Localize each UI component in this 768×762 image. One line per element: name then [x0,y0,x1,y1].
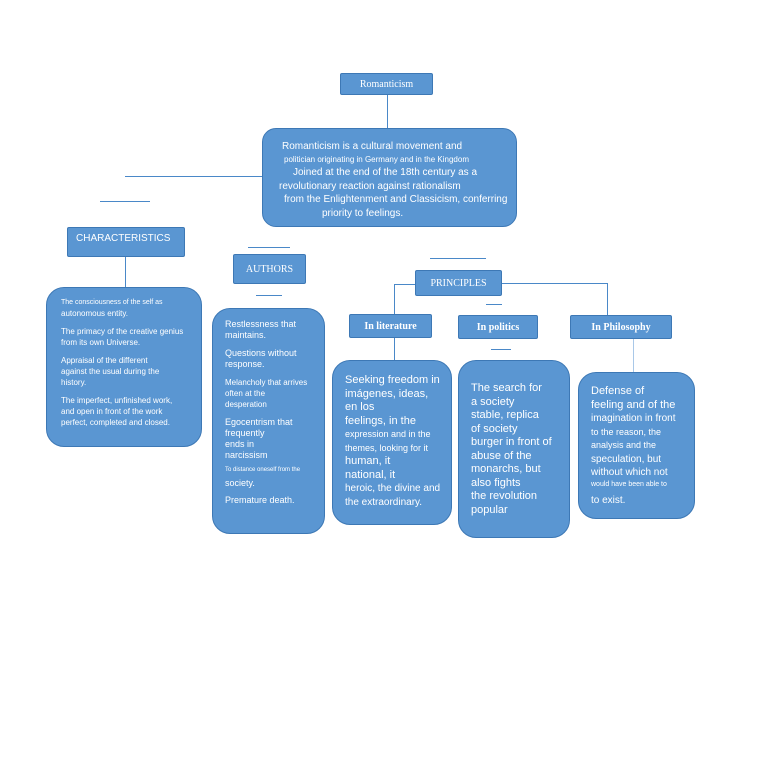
literature-line: human, it [345,455,391,467]
authors-item-line: Questions without [225,348,297,358]
authors-item-line: frequently [225,428,265,438]
title-box: Romanticism [340,73,433,95]
authors-label: AUTHORS [245,263,294,275]
literature-line: national, it [345,468,396,481]
characteristics-item-line: against the usual during the [61,367,160,376]
literature-line: the extraordinary. [345,496,423,508]
definition-line: revolutionary reaction against rationali… [279,181,461,192]
literature-label: In literature [364,320,417,332]
authors-item-line: Restlessness that [225,319,297,329]
philosophy-header: In Philosophy [570,315,672,339]
connector-title-definition [387,95,388,128]
literature-line: themes, looking for it [345,442,429,453]
characteristics-item-line: from its own Universe. [61,338,141,347]
philosophy-label: In Philosophy [591,321,651,333]
authors-box: Restlessness that maintains. Questions w… [212,308,325,534]
philosophy-line: to the reason, the [591,426,662,437]
connector-literature-down [394,338,395,360]
connector-characteristics-top [100,201,150,202]
authors-header: AUTHORS [233,254,306,284]
definition-line: priority to feelings. [322,208,404,219]
politics-line: also fights [471,476,521,489]
authors-item-line: To distance oneself from the [225,467,301,473]
authors-item-line: narcissism [225,450,268,460]
definition-line: from the Enlightenment and Classicism, c… [284,194,508,205]
philosophy-line: Defense of [591,385,645,397]
connector-philosophy-up [607,283,608,315]
characteristics-item-line: autonomous entity. [61,309,129,318]
connector-principles-left [394,284,416,285]
literature-line: feelings, in the [345,414,416,427]
philosophy-line: feeling and of the [591,398,676,411]
politics-line: popular [471,503,508,516]
politics-box: The search for a society stable, replica… [458,360,570,538]
politics-header: In politics [458,315,538,339]
definition-line: Romanticism is a cultural movement and [282,141,463,152]
definition-box: Romanticism is a cultural movement and p… [262,128,517,227]
characteristics-item-line: and open in front of the work [61,407,163,416]
connector-definition-left [125,176,262,177]
politics-line: The search for [471,382,542,394]
philosophy-line: speculation, but [591,453,662,465]
definition-line: Joined at the end of the 18th century as… [293,167,478,178]
politics-line: stable, replica [471,409,539,421]
authors-item-line: Premature death. [225,495,295,505]
philosophy-line: would have been able to [591,480,667,488]
politics-line: a society [471,395,515,408]
connector-literature-up [394,284,395,314]
connector-politics-down [491,349,511,350]
connector-characteristics-down [125,257,126,287]
authors-item-line: ends in [225,439,255,449]
philosophy-line: analysis and the [591,440,657,450]
authors-item-line: desperation [225,400,267,409]
characteristics-header: CHARACTERISTICS [67,227,185,257]
characteristics-item-line: history. [61,378,87,387]
politics-line: abuse of the [471,449,532,462]
characteristics-box: The consciousness of the self as autonom… [46,287,202,447]
connector-philosophy-down [633,338,634,372]
politics-line: the revolution [471,490,538,502]
politics-line: monarchs, but [471,463,541,475]
literature-line: imágenes, ideas, [345,387,429,400]
principles-header: PRINCIPLES [415,270,502,296]
definition-line: politician originating in Germany and in… [284,155,469,164]
literature-line: Seeking freedom in [345,374,440,386]
characteristics-item-line: perfect, completed and closed. [61,418,170,427]
philosophy-line: to exist. [591,494,626,506]
characteristics-item-line: The primacy of the creative genius [61,327,184,336]
literature-box: Seeking freedom in imágenes, ideas, en l… [332,360,452,525]
philosophy-box: Defense of feeling and of the imaginatio… [578,372,695,519]
literature-line: en los [345,401,375,413]
authors-item-line: Egocentrism that [225,417,293,427]
connector-principles-right [501,283,608,284]
authors-item-line: maintains. [225,330,267,340]
literature-line: expression and in the [345,429,431,439]
literature-header: In literature [349,314,432,338]
philosophy-line: imagination in front [591,413,676,424]
politics-line: of society [471,422,518,435]
authors-item-line: response. [225,359,265,369]
politics-label: In politics [476,321,520,333]
connector-principles-top [430,258,486,259]
authors-item-line: often at the [225,389,266,398]
authors-item-line: society. [225,478,255,488]
characteristics-item-line: The consciousness of the self as [61,299,163,306]
politics-line: burger in front of [471,436,552,448]
connector-authors-bottom [256,295,282,296]
literature-line: heroic, the divine and [345,483,441,494]
principles-label: PRINCIPLES [430,277,487,289]
connector-authors-top [248,247,290,248]
characteristics-item-line: The imperfect, unfinished work, [61,396,173,405]
characteristics-label: CHARACTERISTICS [76,233,171,244]
authors-item-line: Melancholy that arrives [225,378,308,387]
title-label: Romanticism [359,78,414,90]
connector-politics-stub [486,304,502,305]
characteristics-item-line: Appraisal of the different [61,356,148,365]
philosophy-line: without which not [591,467,668,478]
